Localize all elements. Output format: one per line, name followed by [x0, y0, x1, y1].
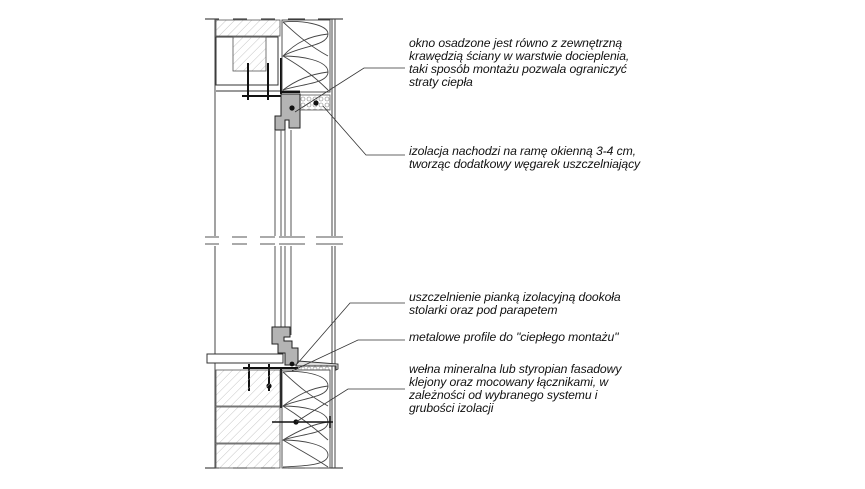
leader-metal-profiles: [291, 339, 405, 372]
top-masonry: [215, 19, 281, 37]
leader-window-flush: [294, 67, 405, 113]
annotation-foam-seal: uszczelnienie pianką izolacyjną dookoła …: [409, 290, 621, 317]
bottom-masonry: [215, 369, 281, 469]
lintel-core: [232, 36, 267, 72]
middle-break-line: [205, 236, 343, 245]
annotation-window-flush: okno osadzone jest równo z zewnętrzną kr…: [409, 36, 630, 89]
top-window-frame: [274, 93, 301, 131]
leader-insulation-overlap: [322, 105, 405, 156]
bottom-window-frame: [271, 326, 299, 366]
interior-sill: [206, 353, 284, 364]
annotation-metal-profiles: metalowe profile do "ciepłego montażu": [409, 330, 619, 344]
sill-foam: [298, 365, 330, 370]
annotation-insulation-overlap: izolacja nachodzi na ramę okienną 3-4 cm…: [409, 144, 641, 171]
annotation-insulation-type: wełna mineralna lub styropian fasadowy k…: [409, 362, 622, 415]
bottom-insulation: [281, 369, 331, 469]
leader-foam-seal: [296, 302, 405, 365]
leader-lines: [291, 67, 405, 423]
top-metal-brackets: [242, 58, 296, 100]
top-insulation: [281, 19, 331, 93]
insulation-anchor: [272, 416, 333, 428]
glazing: [274, 130, 292, 335]
leader-insulation-type: [295, 388, 405, 423]
facade-line: [331, 19, 336, 468]
